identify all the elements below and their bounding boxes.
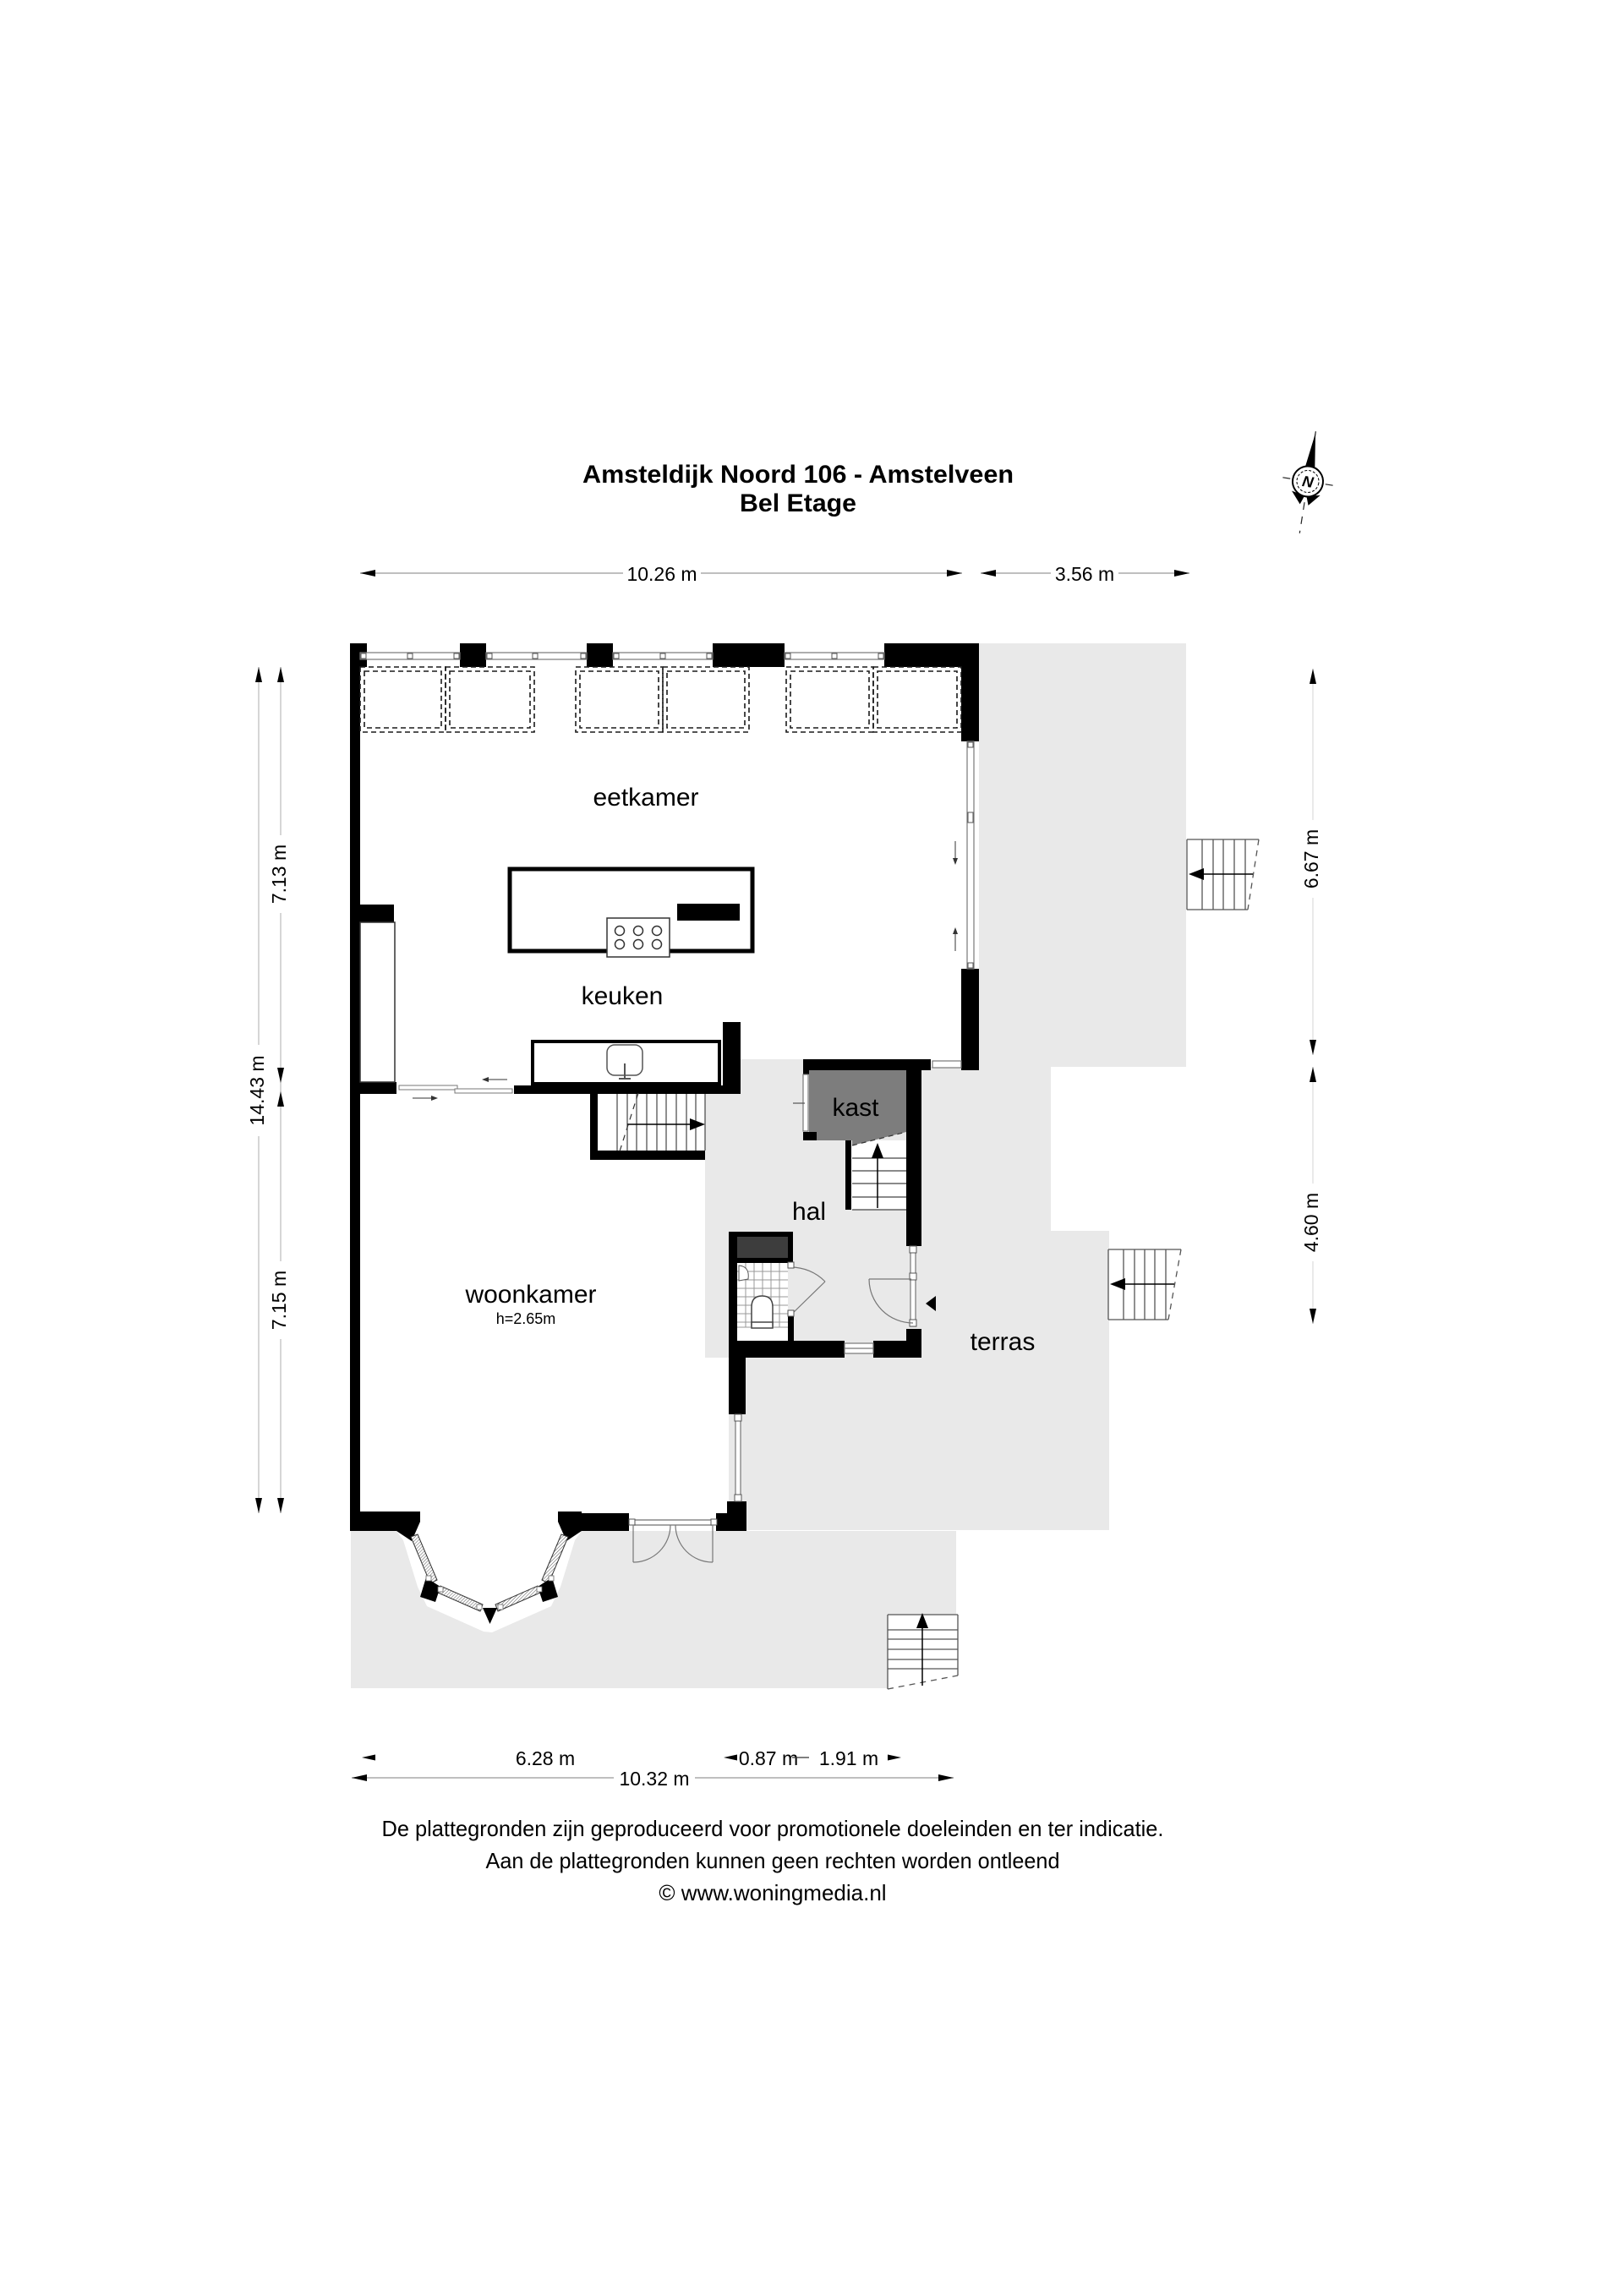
svg-text:7.13 m: 7.13 m [268,845,290,904]
svg-text:woonkamer: woonkamer [464,1281,596,1309]
svg-text:3.56 m: 3.56 m [1055,563,1114,585]
svg-text:keuken: keuken [582,982,664,1010]
svg-text:6.67 m: 6.67 m [1300,829,1322,888]
svg-text:Amsteldijk Noord 106 - Amstelv: Amsteldijk Noord 106 - Amstelveen [582,461,1014,489]
svg-text:14.43 m: 14.43 m [246,1055,268,1125]
svg-text:h=2.65m: h=2.65m [496,1310,556,1327]
svg-text:6.28 m: 6.28 m [516,1747,575,1769]
svg-text:10.32 m: 10.32 m [619,1768,689,1790]
svg-text:© www.woningmedia.nl: © www.woningmedia.nl [659,1880,886,1905]
svg-text:terras: terras [971,1328,1036,1356]
svg-text:10.26 m: 10.26 m [626,563,697,585]
svg-text:N: N [1301,473,1315,491]
svg-text:eetkamer: eetkamer [593,784,698,812]
svg-text:1.91 m: 1.91 m [819,1747,878,1769]
svg-text:0.87 m: 0.87 m [739,1747,798,1769]
svg-text:hal: hal [792,1198,826,1226]
svg-text:De plattegronden zijn geproduc: De plattegronden zijn geproduceerd voor … [382,1816,1164,1841]
svg-text:Bel Etage: Bel Etage [740,489,856,517]
svg-text:4.60 m: 4.60 m [1300,1193,1322,1252]
svg-text:Aan de plattegronden kunnen ge: Aan de plattegronden kunnen geen rechten… [486,1848,1060,1873]
svg-text:7.15 m: 7.15 m [268,1271,290,1330]
svg-text:kast: kast [832,1094,879,1122]
